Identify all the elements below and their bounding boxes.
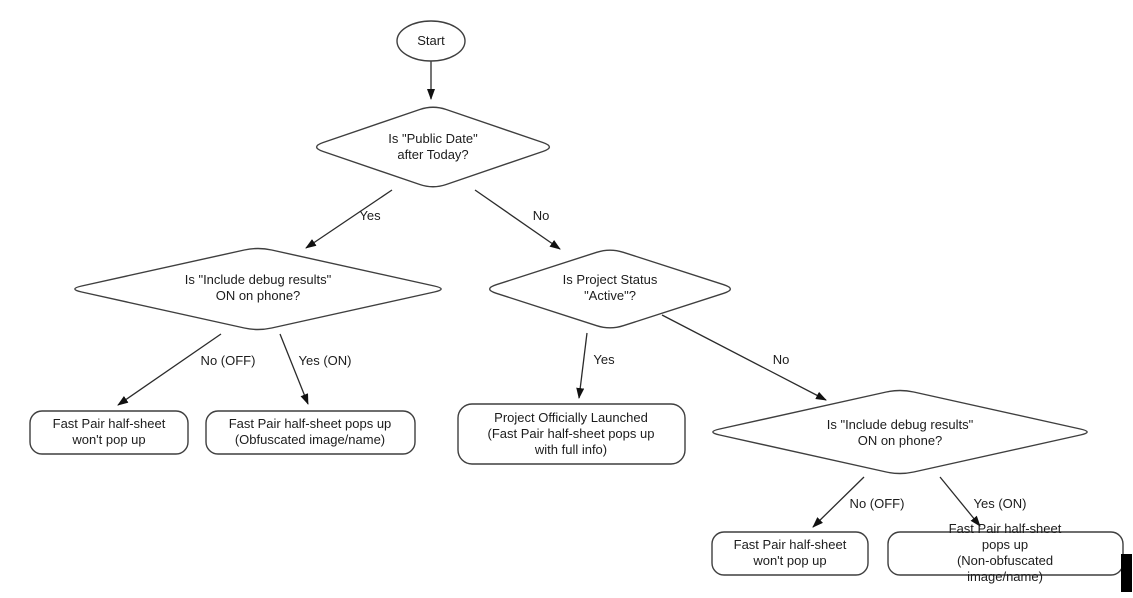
edge-public-date-yes — [305, 189, 393, 249]
decision-debug-left-label: Is "Include debug results" ON on phone? — [184, 272, 332, 303]
start-node-shape — [396, 20, 466, 62]
edge-label-public-date-yes: Yes — [359, 208, 381, 223]
decision-debug-right-label: Is "Include debug results" ON on phone? — [826, 417, 974, 448]
result-launched-label: Project Officially Launched (Fast Pair h… — [487, 410, 655, 457]
decision-public-date-shape — [315, 106, 551, 188]
decision-public-date-label: Is "Public Date" after Today? — [388, 131, 478, 162]
edge-label-debug-right-no: No (OFF) — [849, 496, 905, 511]
edge-label-debug-left-no: No (OFF) — [200, 353, 256, 368]
result-non-obfuscated-shape — [887, 531, 1124, 576]
result-no-popup-right-label: Fast Pair half-sheet won't pop up — [733, 537, 847, 568]
edge-project-status-yes — [576, 332, 588, 399]
result-obfuscated-label: Fast Pair half-sheet pops up (Obfuscated… — [228, 416, 392, 447]
result-non-obfuscated-label: Fast Pair half-sheet pops up (Non-obfusc… — [948, 521, 1062, 584]
edge-debug-right-yes — [939, 476, 981, 527]
decision-project-status-shape — [488, 249, 732, 329]
result-no-popup-right-shape — [711, 531, 869, 576]
result-launched-shape — [457, 403, 686, 465]
edge-public-date-no — [474, 189, 561, 250]
edge-label-debug-right-yes: Yes (ON) — [973, 496, 1027, 511]
edge-debug-left-yes — [279, 333, 309, 405]
text-cursor-bar — [1121, 554, 1132, 592]
decision-debug-left-shape — [74, 247, 442, 331]
start-node-label: Start — [417, 33, 445, 48]
result-no-popup-left-label: Fast Pair half-sheet won't pop up — [52, 416, 166, 447]
decision-debug-right-shape — [712, 389, 1088, 475]
edge-label-project-status-no: No — [772, 352, 790, 367]
edge-debug-left-no — [117, 333, 222, 406]
result-obfuscated-shape — [205, 410, 416, 455]
edge-label-debug-left-yes: Yes (ON) — [298, 353, 352, 368]
decision-project-status-label: Is Project Status "Active"? — [562, 272, 658, 303]
edge-project-status-no — [661, 314, 827, 401]
edge-label-project-status-yes: Yes — [593, 352, 615, 367]
result-no-popup-left-shape — [29, 410, 189, 455]
edge-label-public-date-no: No — [532, 208, 550, 223]
edge-debug-right-no — [812, 476, 865, 528]
